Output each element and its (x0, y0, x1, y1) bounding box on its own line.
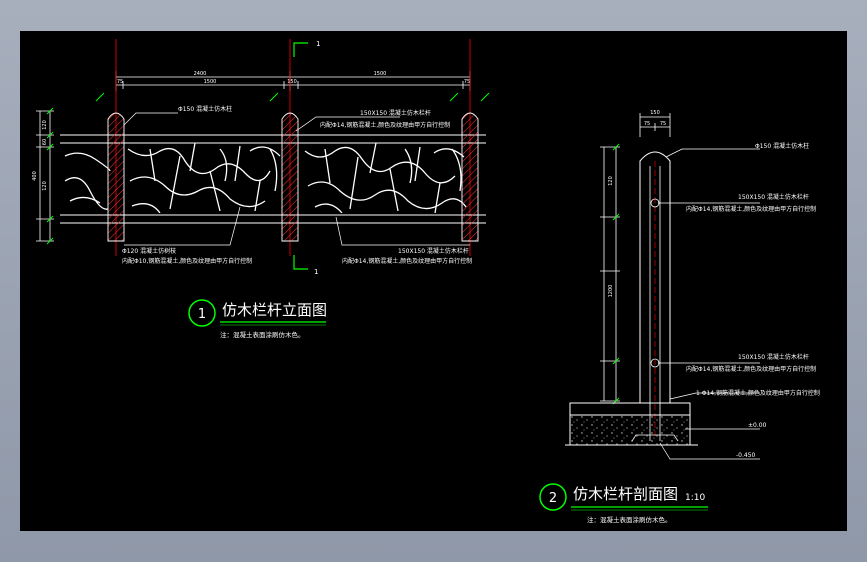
sec-dim-top: 150 (650, 110, 660, 116)
section-mark-bottom: 1 (314, 268, 318, 276)
elevation-posts (107, 112, 479, 242)
drawing2-title: 仿木栏杆剖面图 (573, 485, 678, 503)
drawing2-scale: 1:10 (685, 493, 705, 503)
sec-dim-b: 75 (660, 121, 666, 127)
label-panel: Φ120 混凝土仿树枝 (122, 247, 176, 255)
dim-text-1: 2400 (194, 71, 207, 77)
drawing2-note: 注：混凝土表面涂刷仿木色。 (587, 515, 672, 524)
left-dim-2: 60 (42, 139, 48, 145)
section-foundation (565, 402, 698, 446)
label-rail-top: 150X150 混凝土仿木栏杆 (360, 109, 431, 117)
sec-dim-a: 75 (644, 121, 650, 127)
dim-text-2: 1500 (204, 79, 217, 85)
label-rail-bottom-note: 内配Φ14,钢筋混凝土,颜色及纹理由甲方自行控制 (342, 257, 472, 265)
dim-text-5: 150 (287, 79, 297, 85)
section-mark-top: 1 (316, 40, 320, 48)
sec-level-2: -0.450 (736, 452, 756, 459)
elevation-rails (60, 134, 486, 224)
sec-label-post: Φ150 混凝土仿木柱 (755, 142, 809, 150)
drawing-sheet: 2400 1500 1500 75 150 75 1 1 (20, 31, 847, 531)
section-cut-marker (293, 42, 308, 270)
sec-label-rail-lower: 150X150 混凝土仿木栏杆 (738, 353, 809, 361)
section-top-dims (639, 113, 671, 137)
sec-label-rail-upper-note: 内配Φ14,钢筋混凝土,颜色及纹理由甲方自行控制 (686, 205, 816, 213)
drawing1-title-block: 1 仿木栏杆立面图 注：混凝土表面涂刷仿木色。 (188, 299, 327, 339)
left-dim-3: 120 (42, 181, 48, 191)
sec-level-1: ±0.00 (748, 422, 767, 429)
label-rail-bottom: 150X150 混凝土仿木栏杆 (398, 247, 469, 255)
drawing1-title: 仿木栏杆立面图 (222, 301, 327, 319)
branch-panel-pattern (64, 142, 467, 213)
dim-text-6: 75 (464, 79, 470, 85)
drawing1-number: 1 (198, 307, 206, 322)
drawing2-title-block: 2 仿木栏杆剖面图 1:10 注：混凝土表面涂刷仿木色。 (539, 483, 708, 524)
section-post (639, 151, 671, 441)
label-post: Φ150 混凝土仿木柱 (178, 105, 232, 113)
section-leaders (658, 148, 760, 460)
cad-canvas: 2400 1500 1500 75 150 75 1 1 (32, 39, 820, 524)
left-dim-1: 120 (42, 120, 48, 130)
sec-left-dim-1: 120 (608, 176, 614, 186)
post-top-ticks (95, 92, 490, 102)
sec-label-anchor: 1 Φ14,钢筋混凝土,颜色及纹理由甲方自行控制 (696, 389, 820, 397)
elevation-drawing: 2400 1500 1500 75 150 75 1 1 (32, 39, 490, 339)
dim-text-3: 1500 (374, 71, 387, 77)
section-drawing: 150 75 75 120 1200 (539, 110, 820, 524)
label-rail-top-note: 内配Φ14,钢筋混凝土,颜色及纹理由甲方自行控制 (320, 121, 450, 129)
elevation-leaders (123, 112, 470, 246)
dim-ticks (46, 107, 54, 245)
left-dim-4: 400 (32, 171, 38, 181)
drawing2-number: 2 (549, 491, 557, 506)
sec-label-rail-upper: 150X150 混凝土仿木栏杆 (738, 193, 809, 201)
drawing1-note: 注：混凝土表面涂刷仿木色。 (220, 330, 305, 339)
dim-text-4: 75 (117, 79, 123, 85)
label-panel-note: 内配Φ10,钢筋混凝土,颜色及纹理由甲方自行控制 (122, 257, 252, 265)
sec-left-dim-2: 1200 (608, 285, 614, 298)
sec-label-rail-lower-note: 内配Φ14,钢筋混凝土,颜色及纹理由甲方自行控制 (686, 365, 816, 373)
